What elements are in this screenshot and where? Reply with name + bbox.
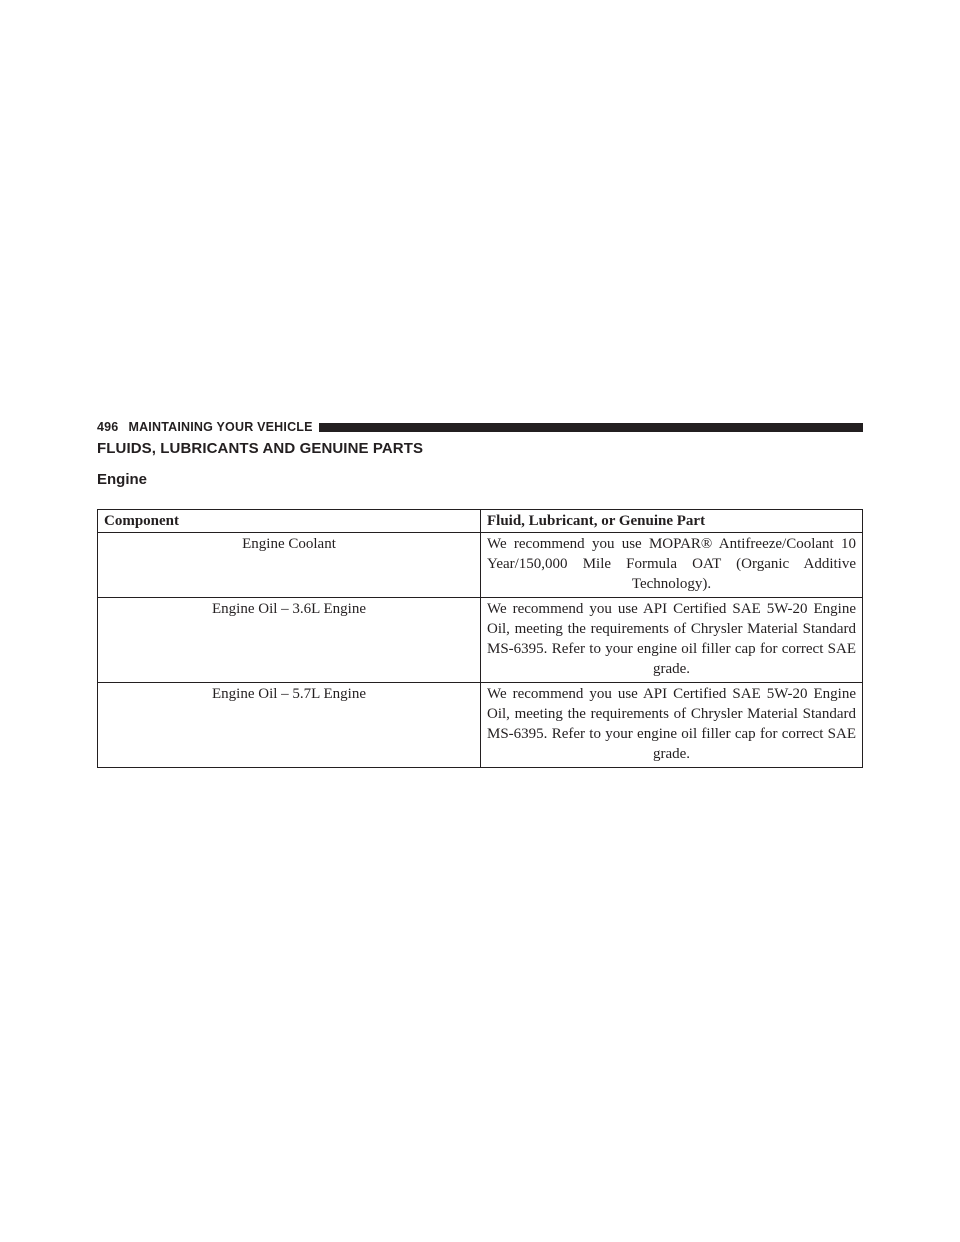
table-row: Engine Oil – 3.6L Engine We recommend yo… bbox=[97, 597, 863, 683]
table-row: Engine Coolant We recommend you use MOPA… bbox=[97, 532, 863, 598]
table-row: Engine Oil – 5.7L Engine We recommend yo… bbox=[97, 682, 863, 768]
column-header-fluid: Fluid, Lubricant, or Genuine Part bbox=[480, 509, 863, 533]
fluid-cell: We recommend you use MOPAR® Antifreeze/C… bbox=[480, 532, 863, 598]
page-header: 496 MAINTAINING YOUR VEHICLE bbox=[97, 417, 863, 437]
component-cell: Engine Oil – 5.7L Engine bbox=[97, 682, 481, 768]
subsection-title: Engine bbox=[97, 471, 148, 488]
component-cell: Engine Coolant bbox=[97, 532, 481, 598]
page-number: 496 bbox=[97, 420, 119, 434]
header-rule bbox=[318, 422, 863, 432]
section-title: FLUIDS, LUBRICANTS AND GENUINE PARTS bbox=[97, 440, 424, 457]
fluids-table: Component Fluid, Lubricant, or Genuine P… bbox=[97, 509, 863, 768]
column-header-component: Component bbox=[97, 509, 481, 533]
component-cell: Engine Oil – 3.6L Engine bbox=[97, 597, 481, 683]
fluid-cell: We recommend you use API Certified SAE 5… bbox=[480, 597, 863, 683]
running-title: MAINTAINING YOUR VEHICLE bbox=[128, 420, 313, 434]
fluid-cell: We recommend you use API Certified SAE 5… bbox=[480, 682, 863, 768]
table-header-row: Component Fluid, Lubricant, or Genuine P… bbox=[97, 509, 863, 533]
